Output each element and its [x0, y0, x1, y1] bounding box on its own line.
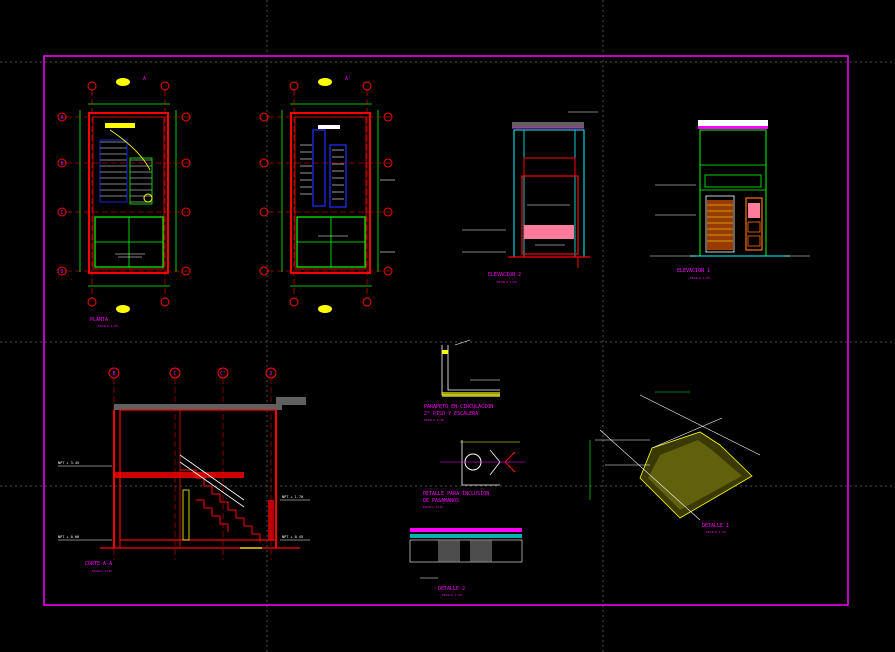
detalle-1-scale: ESCALA 1/10 — [706, 530, 726, 534]
level-npt-1: NPT + 3.45 — [58, 461, 79, 465]
section-grid-c: C — [173, 371, 176, 377]
planta-title: PLANTA — [90, 317, 108, 323]
elevacion-1-title: ELEVACION 1 — [677, 268, 710, 274]
corte-scale: ESCALA 1/25 — [92, 569, 112, 573]
sheet-frame — [43, 55, 849, 606]
grid-label-d: D — [60, 269, 63, 275]
elevacion-1-scale: ESCALA 1/25 — [690, 276, 710, 280]
detalle-2-title: DETALLE 2 — [438, 586, 465, 592]
planta-scale: ESCALA 1/25 — [98, 324, 118, 328]
detalle-2-scale: ESCALA 1/10 — [442, 593, 462, 597]
level-npt-3: NPT + 1.70 — [282, 495, 303, 499]
section-grid-b: B — [112, 371, 115, 377]
detalle-1-title: DETALLE 1 — [702, 523, 729, 529]
inclusion-scale: ESCALA 1/10 — [423, 505, 443, 509]
parapeto-scale: ESCALA 1/10 — [424, 418, 444, 422]
detalle-1[interactable]: DETALLE 1 ESCALA 1/10 — [589, 391, 761, 534]
grid-label-c: C — [60, 210, 63, 216]
grid-label-b: B — [60, 161, 63, 167]
elevation-1[interactable]: ELEVACION 1 ESCALA 1/25 — [650, 120, 810, 280]
corte-title: CORTE A-A — [85, 561, 112, 567]
parapeto-title-line1: PARAPETO EN CIRCULACION — [424, 404, 493, 410]
inclusion-detail[interactable]: DETALLE PARA INCLUSION DE PASAMANOS ESCA… — [423, 440, 525, 509]
grid-label-a: A — [60, 115, 63, 121]
inclusion-title-line1: DETALLE PARA INCLUSION — [423, 491, 489, 497]
elevacion-2-scale: ESCALA 1/25 — [497, 280, 517, 284]
parapeto-detail[interactable]: PARAPETO EN CIRCULACION 2° PISO Y ESCALE… — [424, 339, 500, 422]
detalle-2[interactable]: DETALLE 2 ESCALA 1/10 — [409, 528, 523, 597]
section-grid-d: D — [269, 371, 272, 377]
column-label-a: A — [143, 76, 146, 82]
inclusion-title-line2: DE PASAMANOS — [423, 498, 459, 504]
section-grid-c-prime: C' — [220, 371, 226, 377]
level-npt-4: NPT + 0.45 — [282, 535, 303, 539]
level-npt-2: NPT + 0.00 — [58, 535, 79, 539]
parapeto-title-line2: 2° PISO Y ESCALERA — [424, 411, 478, 417]
elevation-2[interactable]: ELEVACION 2 ESCALA 1/25 — [462, 111, 598, 284]
plan-view-1[interactable]: A B C D A PLANTA ESCALA 1/25 — [57, 76, 191, 328]
section-a-a[interactable]: B C C' D NPT + 3.45 NPT + 0.00 NPT + 1 — [58, 367, 310, 573]
elevacion-2-title: ELEVACION 2 — [488, 272, 521, 278]
column-label-a-prime: A' — [345, 76, 351, 82]
plan-view-2[interactable]: A' — [259, 76, 395, 313]
